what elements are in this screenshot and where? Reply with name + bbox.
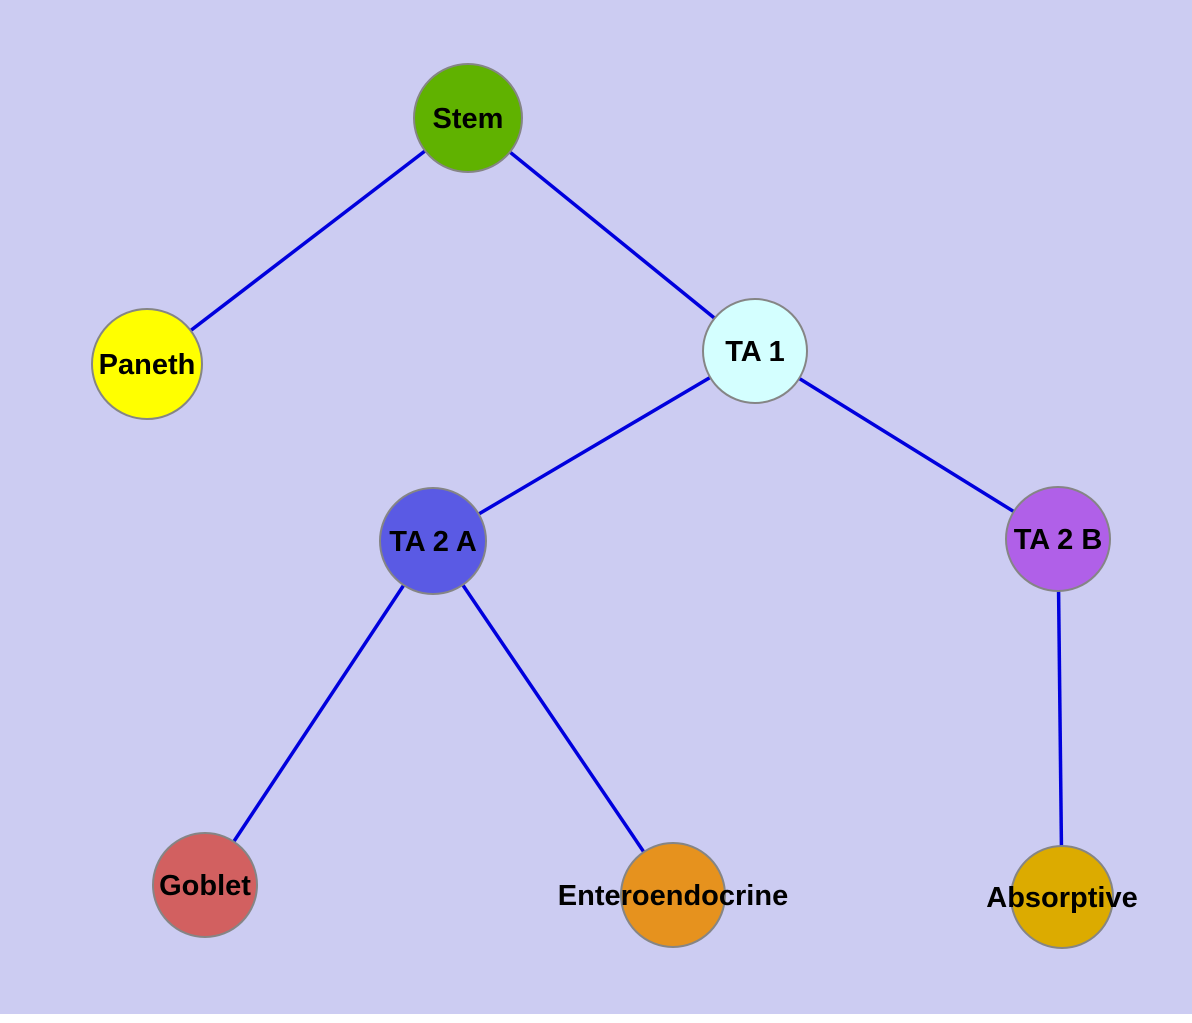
node-enteroendocrine-circle[interactable] bbox=[620, 842, 726, 948]
edge-ta2a-goblet bbox=[203, 540, 435, 886]
node-ta2a-circle[interactable] bbox=[379, 487, 487, 595]
node-paneth[interactable]: Paneth bbox=[91, 308, 203, 420]
edge-ta2a-enteroendocrine bbox=[431, 540, 675, 896]
node-ta2b-circle[interactable] bbox=[1005, 486, 1111, 592]
node-stem-circle[interactable] bbox=[413, 63, 523, 173]
node-goblet[interactable]: Goblet bbox=[152, 832, 258, 938]
node-ta2a[interactable]: TA 2 A bbox=[379, 487, 487, 595]
edge-stem-ta1 bbox=[466, 116, 757, 353]
edge-ta2b-absorptive bbox=[1056, 538, 1064, 898]
edge-ta1-ta2b bbox=[754, 349, 1059, 541]
node-ta1[interactable]: TA 1 bbox=[702, 298, 808, 404]
node-ta1-circle[interactable] bbox=[702, 298, 808, 404]
node-stem[interactable]: Stem bbox=[413, 63, 523, 173]
node-absorptive-circle[interactable] bbox=[1010, 845, 1114, 949]
node-ta2b[interactable]: TA 2 B bbox=[1005, 486, 1111, 592]
edge-ta1-ta2a bbox=[432, 349, 756, 543]
edge-stem-paneth bbox=[145, 116, 470, 366]
node-goblet-circle[interactable] bbox=[152, 832, 258, 938]
node-paneth-circle[interactable] bbox=[91, 308, 203, 420]
edges-layer bbox=[145, 116, 1064, 898]
